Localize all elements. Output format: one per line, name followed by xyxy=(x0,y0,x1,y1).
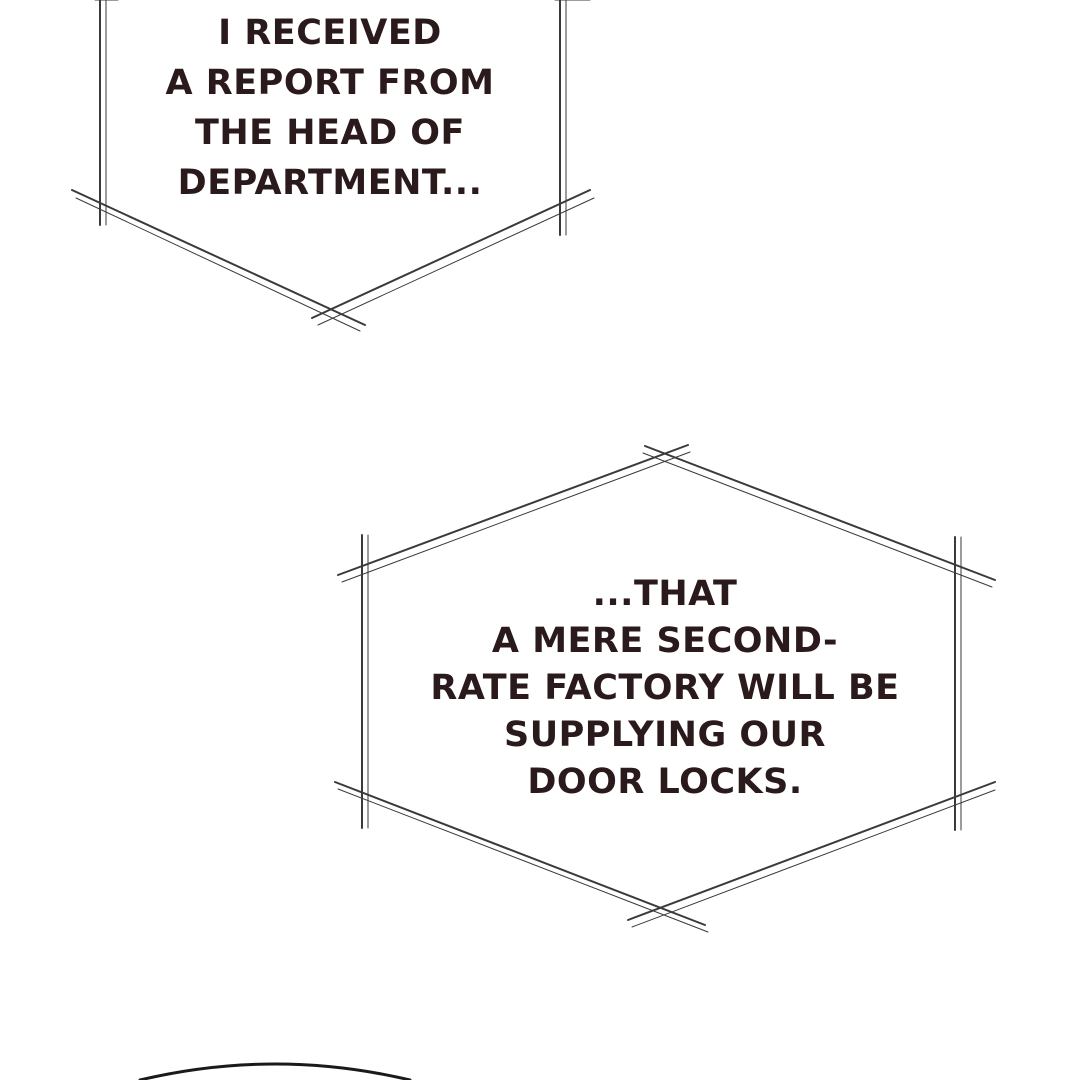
caption-box-1: I RECEIVED A REPORT FROM THE HEAD OF DEP… xyxy=(130,8,530,208)
caption-line: DOOR LOCKS. xyxy=(527,762,803,802)
caption-line: THE HEAD OF xyxy=(195,113,465,153)
caption-line: A REPORT FROM xyxy=(165,63,495,103)
speech-bubble-edge xyxy=(138,1062,412,1080)
caption-line: ...THAT xyxy=(592,574,738,614)
caption-line: SUPPLYING OUR xyxy=(504,715,826,755)
caption-frame-2 xyxy=(334,444,996,933)
caption-line: DEPARTMENT... xyxy=(177,163,483,203)
caption-line: I RECEIVED xyxy=(218,13,442,53)
caption-frame-1 xyxy=(71,0,595,332)
caption-line: RATE FACTORY WILL BE xyxy=(430,668,900,708)
caption-box-2: ...THAT A MERE SECOND- RATE FACTORY WILL… xyxy=(380,571,950,806)
caption-line: A MERE SECOND- xyxy=(491,621,839,661)
